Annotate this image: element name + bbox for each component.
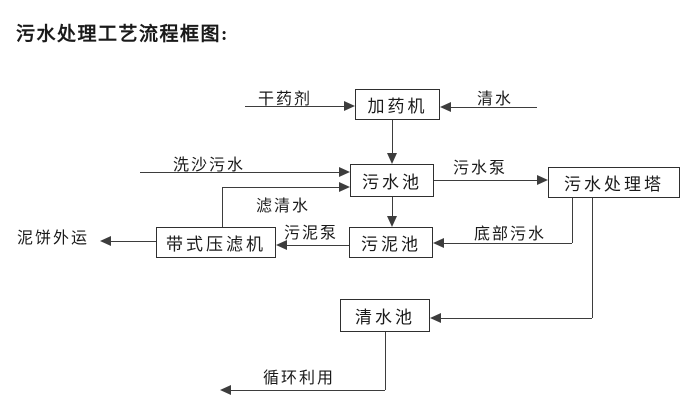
line-dry-agent <box>245 106 344 107</box>
line-dosing-to-sewage-pool <box>392 120 393 153</box>
arrowhead-down-icon <box>387 153 397 164</box>
arrowhead-left-icon <box>220 385 231 395</box>
line-tower-to-clean-pool <box>441 318 592 319</box>
flow-label-mud-cake-out: 泥饼外运 <box>17 230 90 247</box>
node-sewage-pool-label: 污水池 <box>362 173 422 192</box>
arrowhead-right-icon <box>344 101 355 111</box>
arrowhead-right-icon <box>339 182 350 192</box>
line-sand-washing-sewage <box>140 172 339 173</box>
arrowhead-left-icon <box>430 313 441 323</box>
line-bottom-sewage <box>444 243 572 244</box>
arrowhead-left-icon <box>276 240 287 250</box>
page-title: 污水处理工艺流程框图: <box>16 24 229 45</box>
arrowhead-left-icon <box>433 238 444 248</box>
node-sludge-pool-label: 污泥池 <box>361 235 421 254</box>
arrowhead-left-icon <box>440 102 451 112</box>
line-filtered-water <box>222 187 339 188</box>
arrowhead-left-icon <box>100 236 111 246</box>
flow-label-sand-washing-sewage: 洗沙污水 <box>173 157 246 174</box>
arrowhead-right-icon <box>537 175 548 185</box>
line-recycling-drop <box>385 332 386 390</box>
node-belt-filter-press: 带式压滤机 <box>156 227 276 258</box>
line-sludge-pump <box>287 245 349 246</box>
flow-label-recycling: 循环利用 <box>263 370 336 387</box>
flow-label-bottom-sewage: 底部污水 <box>474 226 547 243</box>
flow-label-dry-agent: 干药剂 <box>258 91 313 108</box>
node-sludge-pool: 污泥池 <box>349 227 433 258</box>
line-mud-cake-out <box>111 241 156 242</box>
line-filtered-water-riser <box>222 187 223 227</box>
node-clean-water-pool: 清水池 <box>340 299 430 332</box>
flow-label-clean-water: 清水 <box>477 91 514 108</box>
line-bottom-sewage-drop <box>572 198 573 243</box>
node-dosing-machine-label: 加药机 <box>367 97 428 116</box>
node-belt-filter-press-label: 带式压滤机 <box>166 235 266 254</box>
line-sewage-to-sludge <box>392 197 393 216</box>
flow-label-filtered-water: 滤清水 <box>256 198 311 215</box>
line-sewage-pump <box>434 180 537 181</box>
node-clean-water-pool-label: 清水池 <box>355 308 415 327</box>
line-clean-water <box>451 107 537 108</box>
node-sewage-treatment-tower: 污水处理塔 <box>548 167 680 198</box>
node-sewage-treatment-tower-label: 污水处理塔 <box>564 175 664 194</box>
node-sewage-pool: 污水池 <box>350 164 434 197</box>
arrowhead-right-icon <box>339 167 350 177</box>
flow-label-sludge-pump: 污泥泵 <box>284 225 339 242</box>
node-dosing-machine: 加药机 <box>355 89 440 120</box>
line-tower-to-clean-pool-drop <box>592 198 593 318</box>
arrowhead-down-icon <box>387 216 397 227</box>
flow-label-sewage-pump: 污水泵 <box>453 160 508 177</box>
line-recycling <box>231 390 385 391</box>
